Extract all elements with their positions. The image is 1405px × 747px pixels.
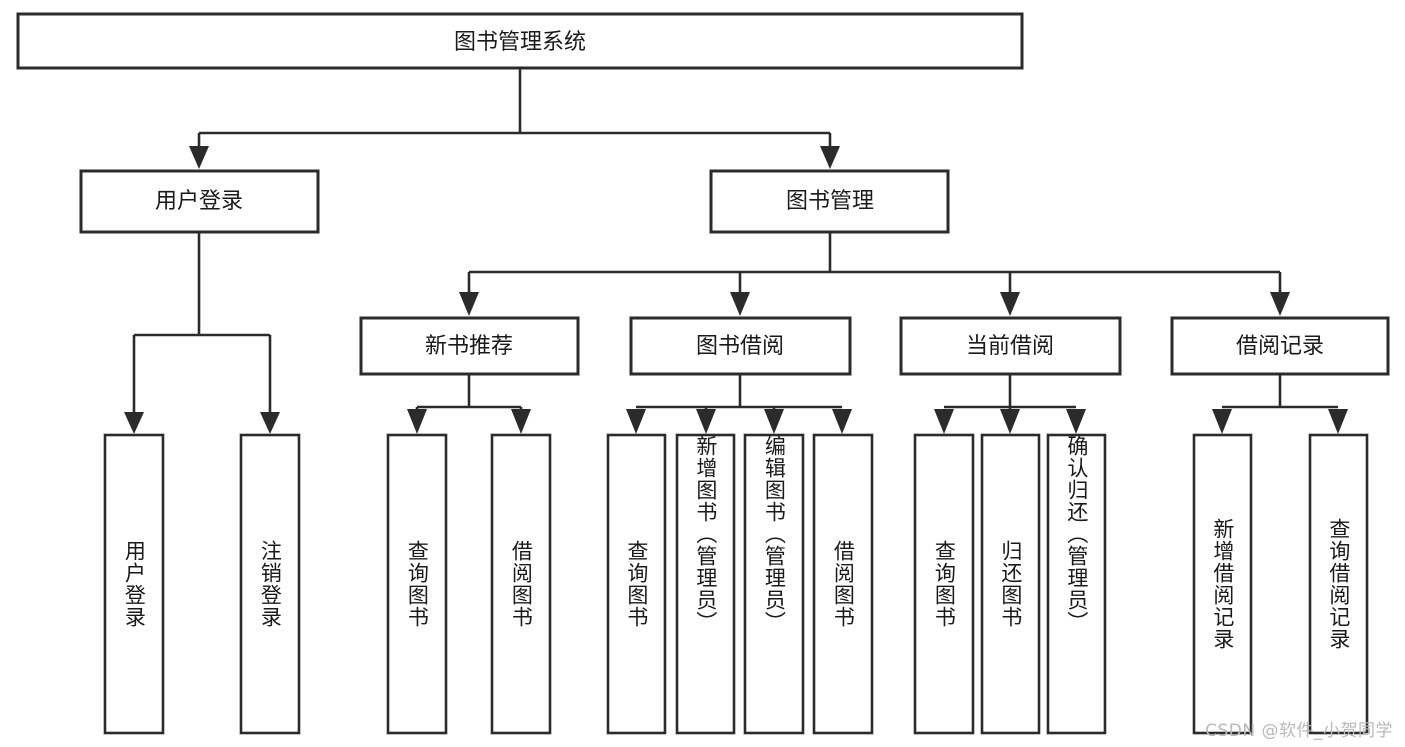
arrow-to-leaf-query-book-3 [934,409,954,434]
node-leaf-logout-box[interactable] [239,433,301,735]
arrow-to-book-manage [820,146,840,169]
arrow-to-book-borrow [730,292,750,316]
arrow-to-leaf-query-record [1328,409,1348,434]
node-leaf-return-book-box[interactable] [980,433,1041,735]
connector-group-user-login [124,232,280,434]
arrow-to-leaf-add-book [696,409,716,434]
node-book-borrow[interactable]: 图书借阅 [629,316,852,376]
arrow-to-leaf-return-book [1000,409,1020,434]
arrow-to-leaf-borrow-book-1 [511,409,531,434]
node-book-manage-box[interactable] [709,169,950,234]
node-root-box[interactable] [16,12,1024,70]
node-user-login-label: 用户登录 [155,189,243,214]
node-current-borrow[interactable]: 当前借阅 [899,316,1122,376]
node-leaf-borrow-book-1-box[interactable] [490,433,552,735]
node-new-book-rec[interactable]: 新书推荐 [359,316,580,376]
node-book-manage-label: 图书管理 [786,189,874,214]
node-new-book-rec-label: 新书推荐 [425,334,513,359]
node-leaf-add-book-box[interactable] [675,433,736,735]
arrow-to-current-borrow [1000,292,1020,316]
arrow-to-user-login [189,146,209,169]
node-book-borrow-label: 图书借阅 [696,334,784,359]
node-book-manage[interactable]: 图书管理 [709,169,950,234]
node-leaf-query-book-1-box[interactable] [386,433,448,735]
arrow-to-leaf-borrow-book-2 [832,409,852,434]
node-leaf-query-record-box[interactable] [1308,433,1369,735]
node-user-login[interactable]: 用户登录 [79,169,320,234]
connector-group-new-book-rec [407,374,531,434]
connector-group-book-borrow [626,374,852,434]
arrow-to-leaf-user-login [124,412,144,434]
arrow-to-leaf-edit-book [764,409,784,434]
connector-group-root [189,68,840,169]
node-leaf-add-record-box[interactable] [1192,433,1253,735]
node-current-borrow-box[interactable] [899,316,1122,376]
node-user-login-box[interactable] [79,169,320,234]
arrow-to-leaf-add-record [1212,409,1232,434]
connector-group-current-borrow [934,374,1086,434]
connector-group-book-manage [459,232,1290,316]
node-leaf-confirm-return-box[interactable] [1046,433,1107,735]
arrow-to-leaf-query-book-2 [626,409,646,434]
node-borrow-record-label: 借阅记录 [1236,334,1324,359]
connector-group-borrow-record [1212,374,1348,434]
node-root[interactable]: 图书管理系统 [16,12,1024,70]
node-leaf-borrow-book-2-box[interactable] [812,433,874,735]
node-borrow-record-box[interactable] [1170,316,1390,376]
arrow-to-leaf-query-book-1 [407,409,427,434]
node-current-borrow-label: 当前借阅 [966,334,1054,359]
node-leaf-user-login-box[interactable] [103,433,165,735]
node-new-book-rec-box[interactable] [359,316,580,376]
arrow-to-leaf-logout [260,412,280,434]
node-leaf-edit-book-box[interactable] [743,433,805,735]
node-book-borrow-box[interactable] [629,316,852,376]
node-leaf-query-book-2-box[interactable] [606,433,667,735]
arrow-to-leaf-confirm-return [1066,409,1086,434]
watermark-text: CSDN @软件_小贺同学 [1205,721,1393,741]
arrow-to-new-book-rec [459,292,479,316]
node-borrow-record[interactable]: 借阅记录 [1170,316,1390,376]
node-root-label: 图书管理系统 [454,30,586,55]
arrow-to-borrow-record [1270,292,1290,316]
node-leaf-query-book-3-box[interactable] [913,433,975,735]
